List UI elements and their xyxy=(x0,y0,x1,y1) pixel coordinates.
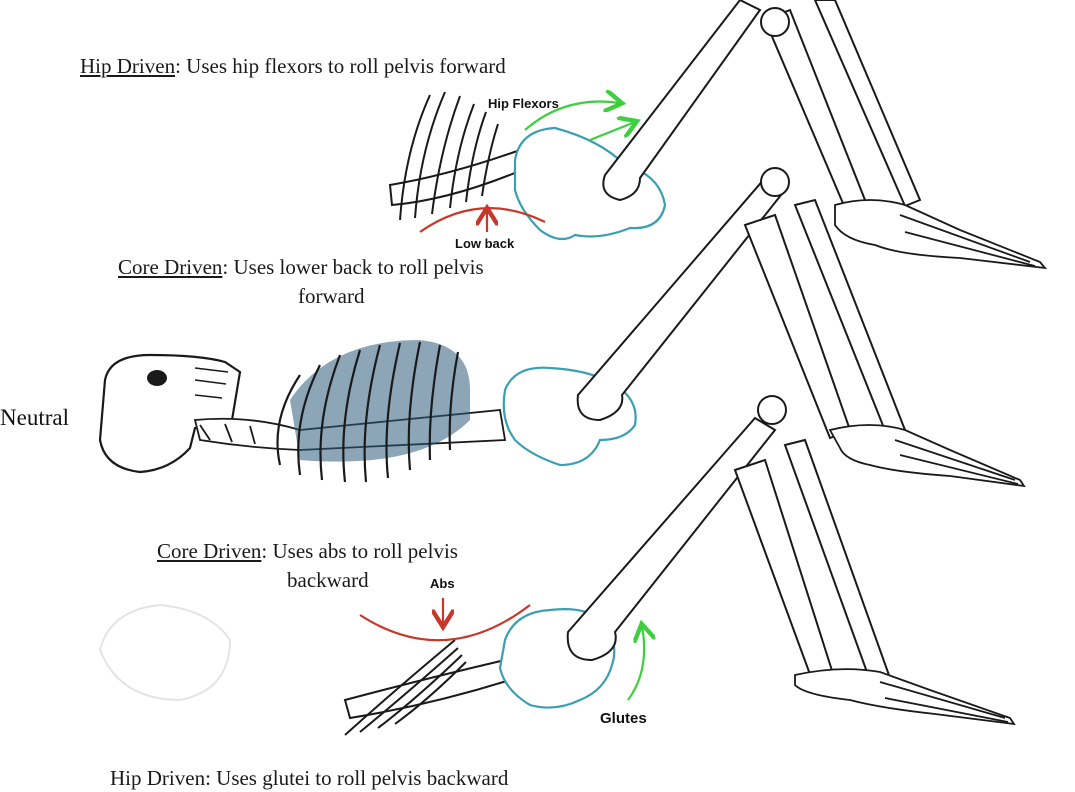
caption-hip-backward: Hip Driven: Uses glutei to roll pelvis b… xyxy=(110,766,509,790)
arrow-icon xyxy=(359,604,531,642)
tibia-icon xyxy=(760,0,922,210)
foot-icon xyxy=(828,424,1026,488)
caption-term: Core Driven xyxy=(118,255,223,279)
arrow-icon xyxy=(627,626,644,701)
rib-cage-icon xyxy=(388,91,524,221)
femur-icon xyxy=(566,416,777,662)
arrow-icon xyxy=(524,102,620,131)
caption-text: : Uses abs to roll pelvis xyxy=(261,539,458,563)
label-abs: Abs xyxy=(430,576,455,591)
middle-skeleton xyxy=(98,167,1026,488)
arrow-icon xyxy=(589,122,635,142)
caption-core-backward-line2: backward xyxy=(287,568,369,592)
skeleton-skull-icon xyxy=(98,353,242,474)
bottom-skeleton xyxy=(98,395,1016,736)
rib-cage-icon xyxy=(276,340,470,483)
caption-text: : Uses lower back to roll pelvis xyxy=(222,255,484,279)
caption-term: Hip Driven xyxy=(80,54,176,78)
caption-term: Core Driven xyxy=(157,539,262,563)
label-glutes: Glutes xyxy=(600,710,647,727)
femur-icon xyxy=(576,176,787,422)
rib-cage-icon xyxy=(343,639,512,736)
caption-hip-forward: Hip Driven: Uses hip flexors to roll pel… xyxy=(80,52,506,80)
label-neutral: Neutral xyxy=(0,405,69,430)
top-skeleton xyxy=(388,0,1048,270)
caption-text: : Uses hip flexors to roll pelvis forwar… xyxy=(175,54,506,78)
foot-icon xyxy=(834,199,1048,270)
femur-icon xyxy=(602,0,762,202)
label-hip-flexors: Hip Flexors xyxy=(488,96,559,111)
label-low-back: Low back xyxy=(455,236,515,251)
caption-core-forward-line2: forward xyxy=(298,284,365,308)
caption-core-forward: Core Driven: Uses lower back to roll pel… xyxy=(118,253,484,281)
caption-core-backward: Core Driven: Uses abs to roll pelvis xyxy=(157,537,458,565)
foot-icon xyxy=(794,668,1016,726)
pelvis-icon xyxy=(513,126,667,241)
